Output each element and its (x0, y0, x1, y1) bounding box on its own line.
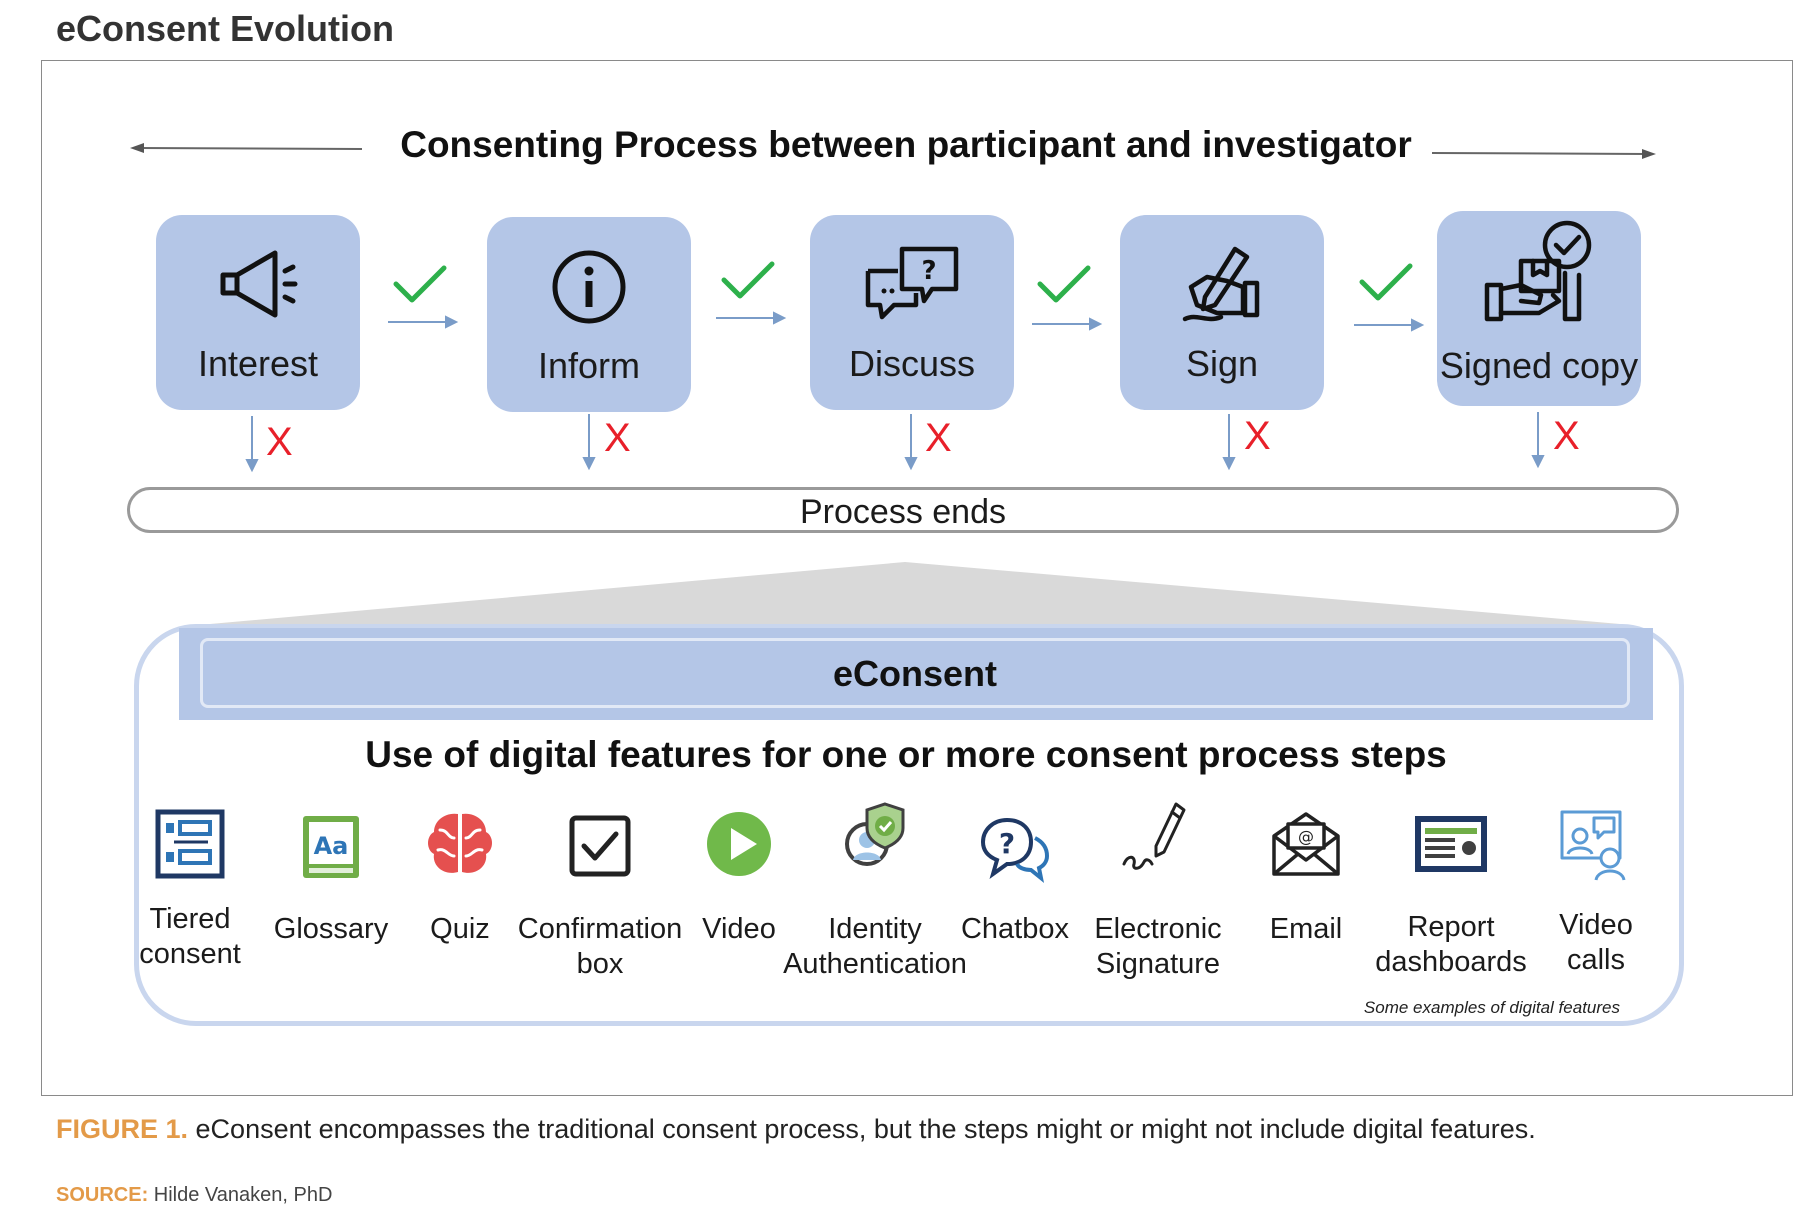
discussion-bubbles-icon: ? (865, 246, 959, 320)
glossary-book-icon: Aa (303, 816, 359, 878)
step-label: Signed copy (1439, 345, 1639, 386)
play-button-icon (707, 812, 771, 876)
feature-label: Tiered consent (139, 903, 241, 970)
feature-label: Electronic Signature (1094, 913, 1222, 980)
caption-text: eConsent encompasses the traditional con… (188, 1114, 1536, 1144)
identity-shield-icon (845, 802, 905, 866)
process-ends-label: Process ends (800, 493, 1006, 531)
step-label: Sign (1185, 343, 1259, 384)
econsent-label-box: eConsent (200, 638, 1630, 708)
step-label: Inform (537, 345, 641, 386)
figure-source: SOURCE: Hilde Vanaken, PhD (56, 1184, 332, 1207)
feature-label: Confirmation box (517, 913, 683, 980)
green-check-icon (393, 261, 1413, 303)
video-call-icon (1560, 810, 1626, 881)
feature-label: Video calls (1559, 909, 1633, 976)
source-text: Hilde Vanaken, PhD (148, 1184, 333, 1206)
feature-label: Chatbox (960, 913, 1069, 945)
signed-package-icon (1484, 220, 1592, 322)
figure-caption: FIGURE 1. eConsent encompasses the tradi… (56, 1114, 1536, 1145)
checkbox-icon (569, 815, 631, 877)
red-x-icon: X (925, 416, 952, 460)
step-connectors (245, 261, 1545, 473)
figure-title: eConsent Evolution (56, 8, 395, 49)
red-x-icon: X (604, 416, 631, 460)
step-label: Discuss (848, 343, 976, 384)
process-direction-arrows (130, 143, 1656, 159)
features-note: Some examples of digital features (1363, 998, 1620, 1017)
svg-text:@: @ (1298, 827, 1314, 846)
econsent-band (179, 628, 1653, 720)
svg-text:?: ? (921, 256, 936, 286)
features-heading: Use of digital features for one or more … (365, 734, 1447, 775)
step-inform: Inform (487, 217, 691, 412)
feature-label: Report dashboards (1375, 911, 1527, 978)
hand-signing-icon (1182, 246, 1260, 322)
step-interest: Interest (156, 215, 360, 410)
step-sign: Sign (1120, 215, 1324, 410)
red-x-icon: X (1244, 414, 1271, 458)
feature-label: Identity Authentication (783, 913, 967, 980)
step-discuss: ? Discuss (810, 215, 1014, 410)
svg-text:Aa: Aa (314, 832, 349, 860)
info-icon (552, 250, 626, 324)
red-x-icon: X (266, 420, 293, 464)
feature-label: Email (1269, 913, 1343, 945)
megaphone-icon (220, 250, 298, 318)
source-label: SOURCE: (56, 1184, 149, 1206)
pen-signature-icon (1122, 802, 1186, 870)
figure-label: FIGURE 1. (56, 1114, 189, 1144)
process-ends-bar: Process ends (127, 487, 1679, 533)
dashboard-screen-icon (1415, 816, 1487, 872)
feature-label: Quiz (430, 913, 490, 945)
svg-text:?: ? (999, 827, 1015, 860)
feature-label: Glossary (273, 913, 389, 945)
zoom-cone (210, 562, 1620, 624)
process-heading: Consenting Process between participant a… (400, 124, 1412, 165)
feature-label: Video (702, 913, 776, 945)
chat-question-icon: ? (980, 817, 1050, 883)
email-envelope-icon: @ (1272, 812, 1340, 876)
step-label: Interest (197, 343, 319, 384)
red-x-icon: X (1553, 414, 1580, 458)
tiered-list-icon (155, 809, 225, 879)
step-signed-copy: Signed copy (1437, 211, 1641, 406)
econsent-label: eConsent (832, 653, 998, 694)
brain-icon (428, 813, 492, 873)
figure-frame (41, 60, 1793, 1096)
